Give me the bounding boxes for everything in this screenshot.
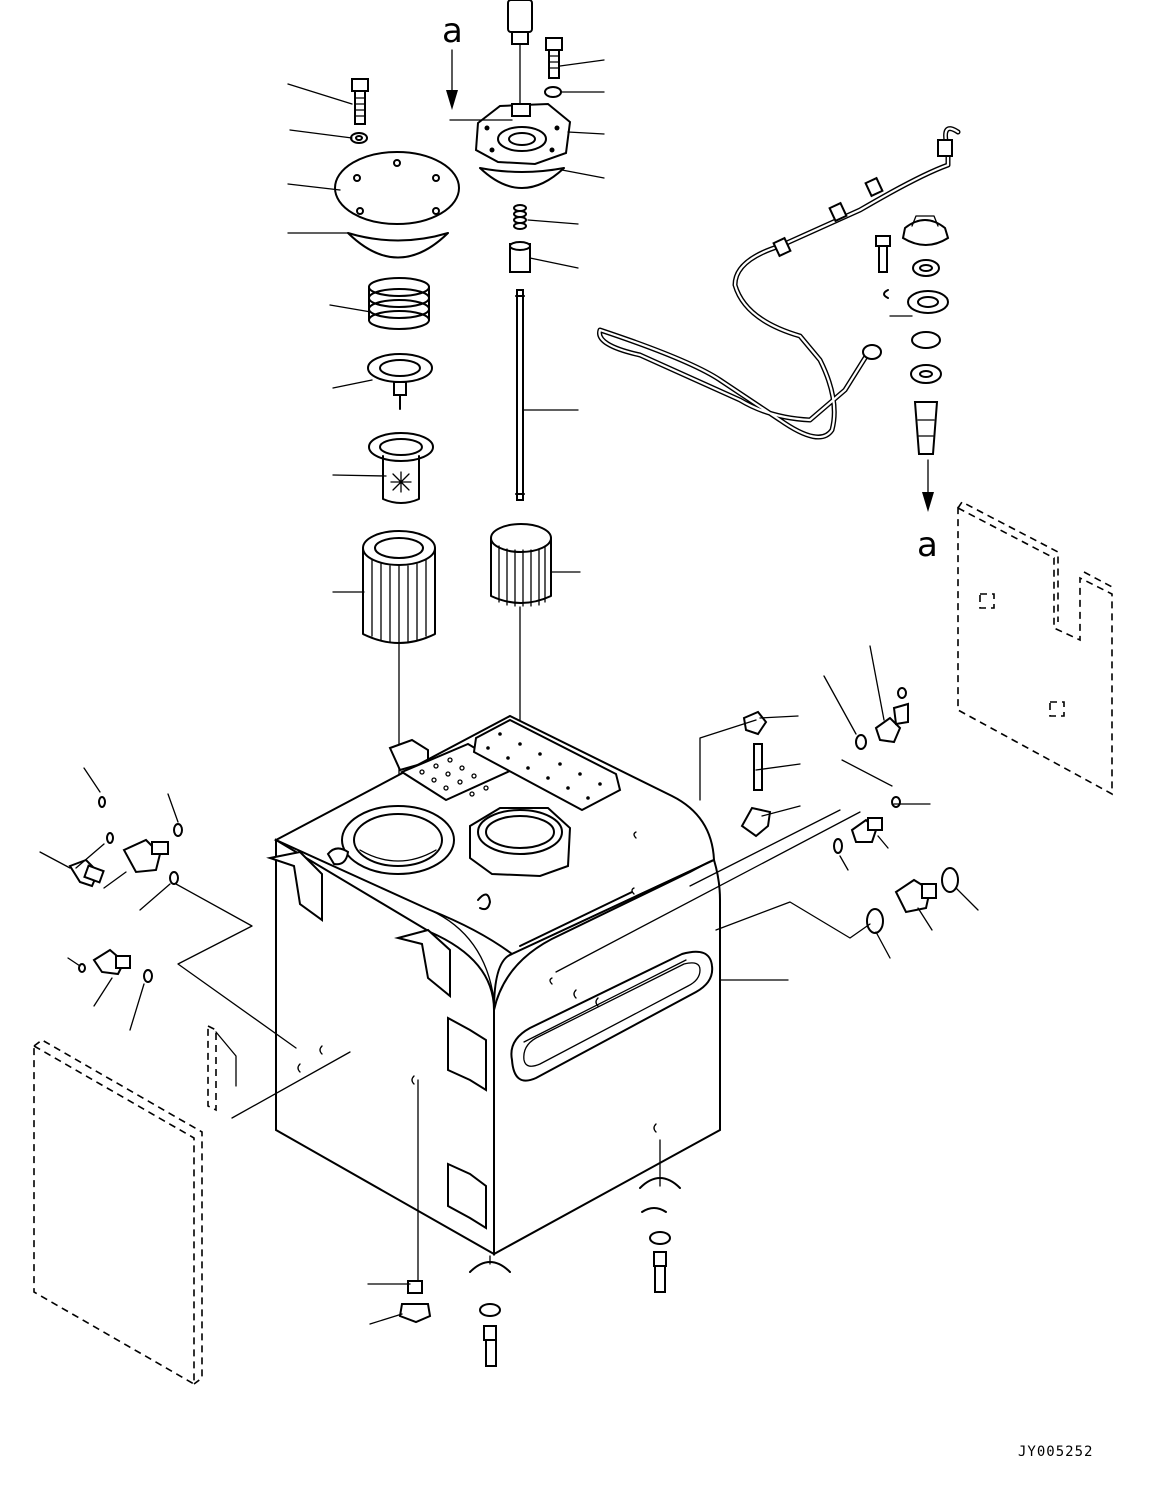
- washer: [544, 86, 562, 98]
- suction-stack-center: [449, 0, 605, 806]
- bolt: [545, 37, 563, 79]
- cover-bolts: [486, 732, 602, 800]
- flange-cover: [474, 102, 572, 166]
- fittings: [39, 645, 979, 1367]
- hydraulic-tank: [266, 714, 721, 1256]
- rod: [515, 289, 525, 501]
- gasket: [347, 232, 449, 259]
- gasket: [479, 167, 565, 189]
- side-panel-left: [33, 1024, 217, 1386]
- filter-stack-left: [287, 78, 460, 819]
- view-label-top: a: [442, 11, 463, 51]
- spring: [513, 204, 527, 230]
- view-label-right: a: [917, 525, 938, 565]
- drawing-code: JY005252: [1018, 1444, 1094, 1460]
- view-arrow-a-right: [922, 459, 934, 512]
- plate-holes: [419, 757, 489, 797]
- filter-element-left: [362, 530, 436, 819]
- sensor: [507, 0, 533, 109]
- view-arrow-a-top: [446, 49, 458, 110]
- filler-cap-assembly: [875, 215, 950, 455]
- breather-hose-assembly: [597, 126, 961, 440]
- strainer: [368, 432, 434, 504]
- sight-gauge: [510, 950, 714, 1082]
- filter-cover: [334, 151, 460, 225]
- nut: [509, 241, 531, 273]
- valve: [367, 353, 433, 410]
- bolt: [351, 78, 369, 125]
- side-panel-right: [957, 500, 1115, 796]
- spring: [368, 277, 430, 330]
